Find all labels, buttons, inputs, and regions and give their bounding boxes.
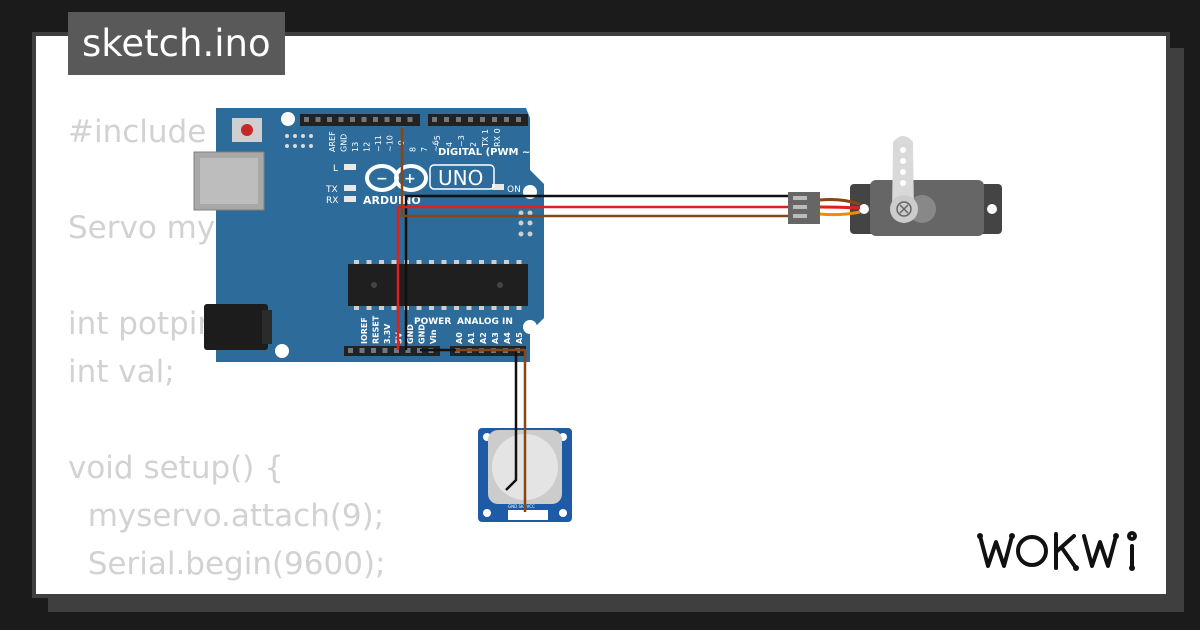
power-jack-icon (204, 304, 268, 350)
arduino-logo-icon (365, 164, 428, 192)
code-line: Serial.begin(9600); (68, 546, 386, 582)
analog-label: ANALOG IN (457, 317, 513, 327)
power-label: POWER (414, 317, 451, 327)
analog-pin-label: A2 (479, 332, 488, 344)
power-pin-label: GND (418, 324, 427, 344)
digital-pin-label: GND (340, 134, 349, 152)
digital-pin-label: RX 0 (493, 128, 502, 147)
digital-pin-label: 7 (420, 147, 429, 152)
model-label: UNO (438, 166, 483, 190)
code-line: myservo.attach(9); (68, 498, 385, 534)
digital-pin-label: 8 (409, 147, 418, 152)
digital-pin-label: AREF (328, 131, 337, 152)
power-pin-label: 3.3V (383, 323, 392, 344)
power-header (344, 346, 440, 356)
svg-text:−: − (376, 171, 388, 187)
digital-header-right (428, 114, 528, 126)
code-line: void setup() { (68, 450, 284, 486)
digital-pin-label: 12 (363, 142, 372, 152)
led-rx-label: RX (326, 196, 338, 206)
analog-pin-label: A4 (503, 332, 512, 344)
digital-pin-label: ~3 (457, 135, 466, 147)
servo-motor[interactable] (788, 136, 1002, 236)
analog-pin-label: A0 (455, 332, 464, 344)
wire-pot-sig[interactable] (456, 348, 527, 512)
led-tx-label: TX (325, 185, 338, 195)
digital-pin-label: ~5 (433, 135, 442, 147)
mount-hole (275, 344, 289, 358)
digital-pin-label: 2 (469, 142, 478, 147)
analog-pin-label: A3 (491, 332, 500, 344)
mount-hole (523, 320, 537, 334)
digital-pin-label: ~10 (386, 135, 395, 152)
wire-servo-signal[interactable] (400, 128, 788, 218)
led-l-label: L (333, 164, 338, 174)
pot-pins-label: GND SIG VCC (508, 504, 535, 509)
on-label: ON (507, 185, 521, 195)
power-pin-label: RESET (372, 315, 381, 344)
digital-pin-label: 13 (351, 142, 360, 152)
power-pin-label: IOREF (360, 317, 369, 344)
wires (396, 128, 788, 512)
power-pin-label: GND (406, 324, 415, 344)
analog-pin-label: A5 (515, 332, 524, 344)
digital-pin-label: ~11 (374, 135, 383, 152)
code-line: int potpin (68, 306, 218, 342)
code-line: Servo mys (68, 210, 232, 246)
digital-label: DIGITAL (PWM ~) (438, 147, 535, 158)
wire-servo-5v[interactable] (396, 205, 788, 350)
digital-pin-label: ~6 (432, 140, 441, 152)
digital-pin-label: TX 1 (481, 129, 490, 148)
potentiometer[interactable]: GND SIG VCC (478, 428, 572, 522)
mount-hole (281, 112, 295, 126)
svg-text:+: + (404, 171, 416, 187)
digital-pin-label: 4 (445, 142, 454, 147)
wire-servo-gnd[interactable] (404, 194, 788, 350)
file-tab-title[interactable]: sketch.ino (68, 12, 285, 75)
wokwi-logo-icon (977, 531, 1137, 571)
power-pin-label: Vin (429, 329, 438, 344)
code-line: int val; (68, 354, 175, 390)
analog-pin-label: A1 (467, 332, 476, 344)
